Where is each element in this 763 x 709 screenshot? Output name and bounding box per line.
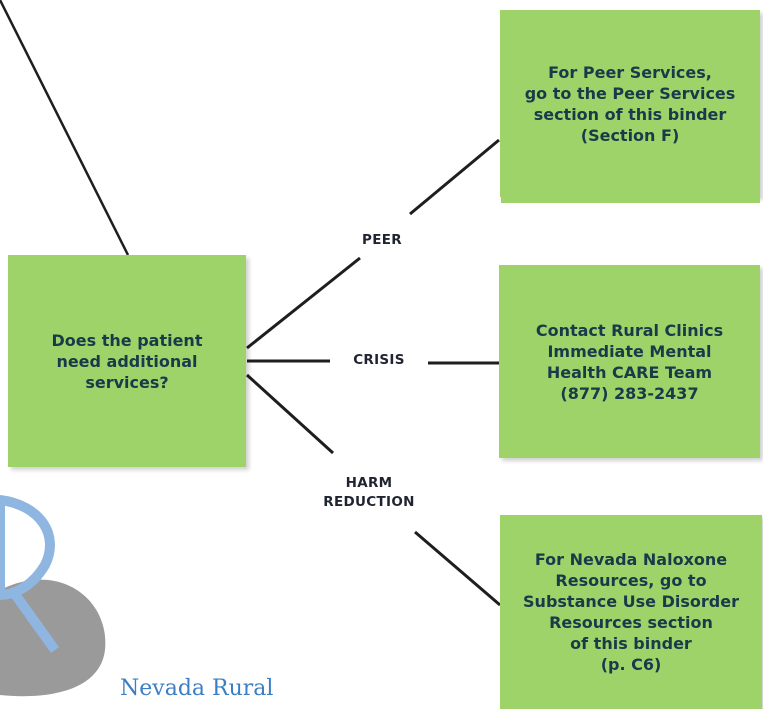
- branch-label-harm-reduction: HARM REDUCTION: [323, 475, 415, 510]
- question-box: Does the patient need additional service…: [8, 255, 246, 467]
- peer-services-text: For Peer Services, go to the Peer Servic…: [524, 62, 736, 145]
- peer-services-box: For Peer Services, go to the Peer Servic…: [500, 10, 760, 197]
- branch-label-peer: PEER: [362, 232, 402, 248]
- logo-partial-text: Nevada Rural: [120, 676, 274, 701]
- peer-connector-lower: [246, 256, 361, 350]
- harm-connector-upper: [245, 373, 335, 455]
- crisis-team-text: Contact Rural Clinics Immediate Mental H…: [535, 320, 724, 403]
- peer-connector-upper: [409, 138, 500, 216]
- branch-label-crisis: CRISIS: [353, 352, 405, 368]
- question-text: Does the patient need additional service…: [51, 330, 203, 392]
- harm-connector-lower: [414, 530, 501, 607]
- incoming-connector: [0, 0, 130, 256]
- naloxone-resources-text: For Nevada Naloxone Resources, go to Sub…: [523, 550, 739, 674]
- peer-box-bottom-strip: [501, 197, 760, 203]
- logo-mark: [0, 494, 106, 697]
- naloxone-resources-box: For Nevada Naloxone Resources, go to Sub…: [500, 515, 762, 709]
- crisis-team-box: Contact Rural Clinics Immediate Mental H…: [499, 265, 760, 458]
